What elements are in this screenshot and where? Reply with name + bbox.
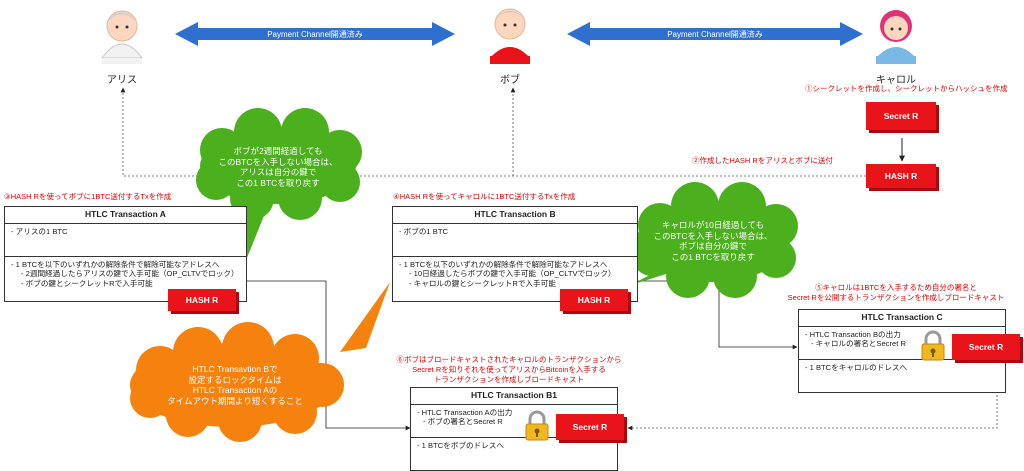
bob-label: ボブ: [500, 75, 520, 86]
note-step3: ③HASH Rを使ってボブに1BTC送付するTxを作成: [4, 192, 172, 201]
channel-arrow-bob-carol: [567, 22, 863, 46]
green-cloud-b-text: キャロルが10日経過しても このBTCを入手しない場合は、 ボブは自分の鍵で こ…: [653, 220, 773, 262]
note-step1: ①シークレットを作成し、シークレットからハッシュを作成: [805, 84, 1008, 93]
txa-to-txb1-line: [245, 280, 411, 431]
lock-icon: [525, 410, 549, 441]
htlc-transaction-a: HTLC Transaction A - アリスの1 BTC - 1 BTCを以…: [4, 206, 247, 302]
alice-label: アリス: [107, 75, 137, 86]
tx-b1-title: HTLC Transaction B1: [411, 388, 617, 405]
tx-c-input: - HTLC Transaction Bの出力 - キャロルの署名とSecret…: [799, 327, 1005, 360]
tx-b-hash-r-box: HASH R: [560, 289, 628, 311]
tx-a-input: - アリスの1 BTC: [5, 224, 246, 257]
channel-arrow-alice-bob: [175, 22, 455, 46]
lock-icon: [921, 330, 945, 361]
note-step4: ④HASH Rを使ってキャロルに1BTC送付するTxを作成: [393, 192, 576, 201]
htlc-transaction-b: HTLC Transaction B - ボブの1 BTC - 1 BTCを以下…: [392, 206, 638, 302]
tx-a-hash-r-box: HASH R: [168, 289, 236, 311]
bob-figure: [490, 8, 530, 64]
tx-b1-input: - HTLC Transaction Aの出力 - ボブの署名とSecret R: [411, 405, 617, 438]
orange-cloud: [130, 282, 390, 442]
green-cloud-b: [628, 182, 798, 298]
tx-b-title: HTLC Transaction B: [393, 207, 637, 224]
note-step6: ⑥ボブはブロードキャストされたキャロルのトランザクションから Secret Rを…: [396, 355, 622, 384]
tx-b-input: - ボブの1 BTC: [393, 224, 637, 257]
hash-r-box: HASH R: [866, 164, 936, 188]
tx-b1-output: - 1 BTCをボブのドレスへ: [417, 440, 504, 450]
secret-r-box: Secret R: [866, 102, 936, 130]
tx-b1-secret-r-box: Secret R: [556, 414, 624, 440]
channel-label-alice-bob: Payment Channel開通済み: [267, 30, 363, 39]
note-step5: ⑤キャロルは1BTCを入手するため自分の署名と Secret Rを公開するトラン…: [787, 283, 1005, 302]
alice-figure: [101, 10, 143, 64]
tx-a-output: - 1 BTCを以下のいずれかの解除条件で解除可能なアドレスへ - 2週間経過し…: [11, 259, 239, 288]
carol-figure: [876, 10, 916, 64]
orange-cloud-text: HTLC Transavtion Bで 設定するロックタイムは HTLC Tra…: [167, 364, 303, 406]
channel-label-bob-carol: Payment Channel開通済み: [667, 30, 763, 39]
tx-c-output: - 1 BTCをキャロルのドレスへ: [805, 362, 908, 372]
tx-a-title: HTLC Transaction A: [5, 207, 246, 224]
carol-label: キャロル: [876, 75, 916, 86]
tx-c-title: HTLC Transaction C: [799, 310, 1005, 327]
tx-b-output: - 1 BTCを以下のいずれかの解除条件で解除可能なアドレスへ - 10日経過し…: [399, 259, 616, 288]
green-cloud-a: [196, 108, 362, 285]
hash-to-alice-line: [120, 87, 866, 177]
green-cloud-a-text: ボブが2週間経過しても このBTCを入手しない場合は、 アリスは自分の鍵で この…: [218, 146, 338, 188]
txb-to-txc-line: [636, 280, 798, 350]
tx-c-secret-r-box: Secret R: [952, 334, 1020, 360]
note-step2: ②作成したHASH Rをアリスとボブに送付: [692, 156, 833, 165]
